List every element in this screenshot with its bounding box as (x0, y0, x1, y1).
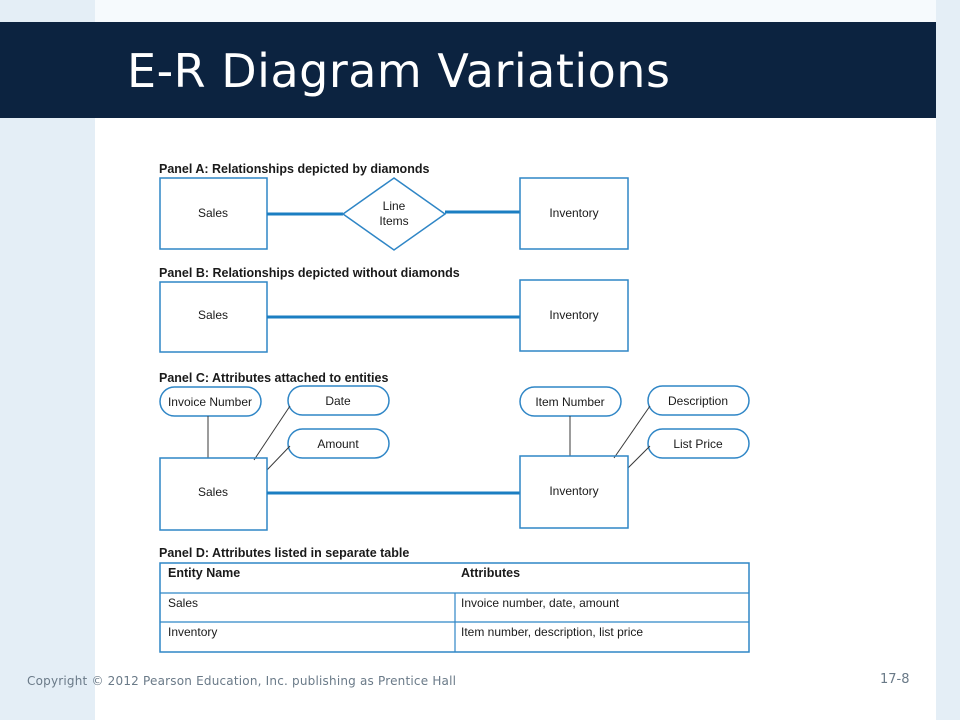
panel-a-inventory-label: Inventory (549, 206, 598, 220)
panel-c-description-label: Description (668, 394, 728, 408)
left-background-band (0, 0, 95, 720)
er-diagram-canvas: Panel A: Relationships depicted by diamo… (159, 162, 750, 653)
panel-d-row-2-attributes: Item number, description, list price (461, 625, 643, 639)
panel-d-row-2-entity: Inventory (168, 625, 217, 639)
panel-a-inventory-entity (519, 177, 629, 250)
panel-d-heading: Panel D: Attributes listed in separate t… (159, 546, 409, 560)
panel-a-sales-label: Sales (198, 206, 228, 220)
panel-b-heading: Panel B: Relationships depicted without … (159, 266, 460, 280)
panel-c-amount-link (266, 445, 291, 471)
panel-c-description-attribute (647, 385, 750, 416)
panel-c-list-price-attribute (647, 428, 750, 459)
panel-d-row-1-entity: Sales (168, 596, 198, 610)
right-background-band (936, 0, 960, 720)
panel-b-inventory-entity (519, 279, 629, 352)
top-background-strip (95, 0, 936, 22)
panel-d-row-1-attributes: Invoice number, date, amount (461, 596, 620, 610)
panel-c-invoice-number-attribute (159, 386, 262, 417)
panel-b-inventory-label: Inventory (549, 308, 598, 322)
panel-c-amount-label: Amount (317, 437, 359, 451)
panel-d-header-attributes: Attributes (461, 566, 520, 580)
panel-c-list-price-label: List Price (673, 437, 723, 451)
panel-c-date-attribute (287, 385, 390, 416)
panel-c-item-number-label: Item Number (535, 395, 604, 409)
panel-a-relationship-diamond (341, 177, 447, 251)
slide-number: 17-8 (880, 672, 910, 687)
panel-c-inventory-label: Inventory (549, 484, 598, 498)
copyright-footer: Copyright © 2012 Pearson Education, Inc.… (27, 674, 457, 688)
panel-c-sales-label: Sales (198, 485, 228, 499)
er-diagram-figure: Panel A: Relationships depicted by diamo… (150, 154, 759, 661)
panel-c-list-price-link (627, 445, 651, 469)
panel-a-heading: Panel A: Relationships depicted by diamo… (159, 162, 429, 176)
panel-c-heading: Panel C: Attributes attached to entities (159, 371, 388, 385)
panel-d-header-entity-name: Entity Name (168, 566, 240, 580)
panel-c-amount-attribute (287, 428, 390, 459)
panel-c-date-label: Date (325, 394, 351, 408)
panel-c-date-link (253, 405, 291, 461)
slide-title: E-R Diagram Variations (127, 44, 671, 98)
panel-c-description-link (613, 405, 651, 459)
panel-b-sales-label: Sales (198, 308, 228, 322)
panel-a-diamond-label-line2: Items (379, 214, 408, 228)
panel-a-diamond-label-line1: Line (383, 199, 406, 213)
panel-c-inventory-entity (519, 455, 629, 529)
panel-c-invoice-number-label: Invoice Number (168, 395, 252, 409)
title-bar (0, 22, 936, 118)
